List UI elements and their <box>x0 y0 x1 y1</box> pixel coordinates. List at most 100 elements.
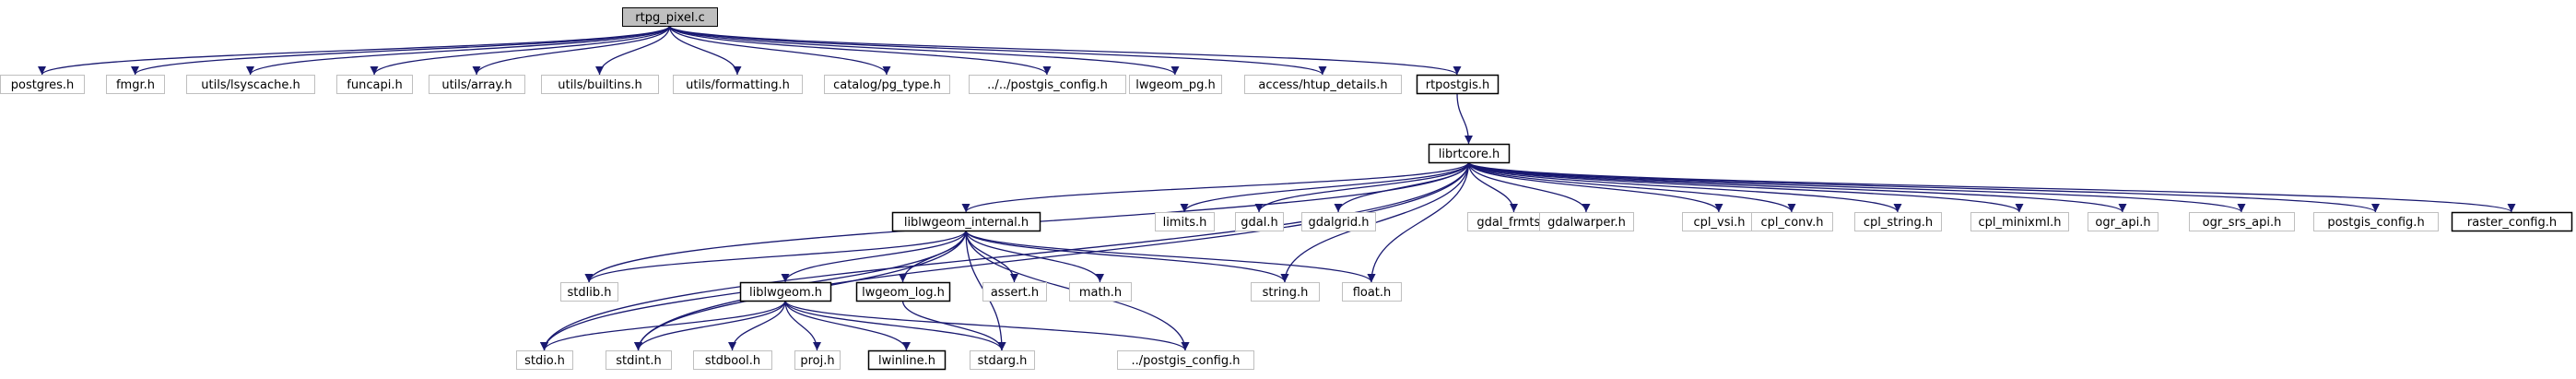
edge-librtcore-to-float <box>1367 161 1470 283</box>
node-label: ogr_srs_api.h <box>2203 216 2282 230</box>
node-label: float.h <box>1353 286 1392 300</box>
node-box <box>673 75 803 94</box>
node-builtins[interactable]: utils/builtins.h <box>541 75 659 94</box>
node-pgis_config1[interactable]: ../../postgis_config.h <box>969 75 1126 94</box>
node-label: liblwgeom.h <box>749 286 822 300</box>
node-label: postgis_config.h <box>2327 216 2424 230</box>
node-cpl_vsi[interactable]: cpl_vsi.h <box>1682 212 1757 231</box>
node-funcapi[interactable]: funcapi.h <box>336 75 413 94</box>
node-stdarg[interactable]: stdarg.h <box>970 350 1035 370</box>
node-array[interactable]: utils/array.h <box>429 75 525 94</box>
edge-rtpg_pixel-to-pg_type <box>668 25 891 76</box>
edge-liblwgeom-to-stdarg <box>784 300 1006 351</box>
node-cpl_conv[interactable]: cpl_conv.h <box>1751 212 1833 231</box>
edge-rtpg_pixel-to-builtins <box>595 25 671 76</box>
edge-librtcore-to-postgis_config <box>1467 161 2380 213</box>
node-label: string.h <box>1263 286 1309 300</box>
node-label: catalog/pg_type.h <box>833 78 941 92</box>
node-stdint[interactable]: stdint.h <box>606 350 672 370</box>
node-box <box>541 75 659 94</box>
node-rtpg_pixel[interactable]: rtpg_pixel.c <box>622 7 718 27</box>
node-ogr_api[interactable]: ogr_api.h <box>2088 212 2158 231</box>
node-box <box>855 281 951 302</box>
node-formatting[interactable]: utils/formatting.h <box>673 75 803 94</box>
node-assert[interactable]: assert.h <box>982 282 1047 302</box>
node-box <box>739 281 832 302</box>
node-ogr_srs_api[interactable]: ogr_srs_api.h <box>2189 212 2295 231</box>
node-stdio[interactable]: stdio.h <box>516 350 573 370</box>
node-label: ../../postgis_config.h <box>987 78 1108 92</box>
edge-librtcore-to-stdio <box>540 161 1470 351</box>
node-liblwgeom[interactable]: liblwgeom.h <box>739 281 832 302</box>
node-postgis_config[interactable]: postgis_config.h <box>2313 212 2439 231</box>
node-raster_config[interactable]: raster_config.h <box>2451 211 2573 232</box>
node-box <box>1342 282 1402 302</box>
node-librtcore[interactable]: librtcore.h <box>1428 143 1511 164</box>
node-postgres[interactable]: postgres.h <box>0 75 85 94</box>
node-string[interactable]: string.h <box>1251 282 1320 302</box>
file-nodes: rtpg_pixel.c postgres.h fmgr.h utils/lsysca… <box>0 7 2573 371</box>
node-proj[interactable]: proj.h <box>794 350 841 370</box>
node-label: fmgr.h <box>116 78 155 92</box>
node-box <box>106 75 165 94</box>
edge-liblwgeom_internal-to-string <box>965 230 1289 283</box>
node-box <box>1416 74 1500 95</box>
edge-liblwgeom_internal-to-liblwgeom <box>781 230 967 283</box>
node-label: liblwgeom_internal.h <box>904 216 1029 230</box>
edge-liblwgeom-to-stdbool <box>728 300 786 351</box>
node-box <box>1117 350 1254 370</box>
edge-rtpg_pixel-to-lwgeom_pg <box>668 25 1180 76</box>
node-box <box>1129 75 1222 94</box>
node-cpl_minixml[interactable]: cpl_minixml.h <box>1970 212 2069 231</box>
edge-liblwgeom-to-proj <box>784 300 821 351</box>
node-gdal[interactable]: gdal.h <box>1235 212 1284 231</box>
node-label: raster_config.h <box>2467 216 2557 230</box>
node-float[interactable]: float.h <box>1342 282 1402 302</box>
edge-rtpg_pixel-to-formatting <box>668 25 742 76</box>
dependency-edges <box>38 25 2516 351</box>
node-box <box>1428 143 1511 164</box>
node-rtpostgis[interactable]: rtpostgis.h <box>1416 74 1500 95</box>
node-pgis_config2[interactable]: ../postgis_config.h <box>1117 350 1254 370</box>
node-gdalgrid[interactable]: gdalgrid.h <box>1301 212 1376 231</box>
node-stdbool[interactable]: stdbool.h <box>693 350 772 370</box>
node-lsyscache[interactable]: utils/lsyscache.h <box>186 75 315 94</box>
node-lwgeom_pg[interactable]: lwgeom_pg.h <box>1129 75 1222 94</box>
edge-librtcore-to-string <box>1280 161 1470 283</box>
node-label: ../postgis_config.h <box>1131 354 1240 368</box>
edge-librtcore-to-gdal <box>1254 161 1470 213</box>
node-math[interactable]: math.h <box>1069 282 1132 302</box>
node-limits[interactable]: limits.h <box>1155 212 1215 231</box>
edge-rtpg_pixel-to-postgres <box>38 25 671 76</box>
node-lwgeom_log[interactable]: lwgeom_log.h <box>855 281 951 302</box>
node-box <box>2451 211 2573 232</box>
edge-librtcore-to-ogr_api <box>1467 161 2127 213</box>
node-fmgr[interactable]: fmgr.h <box>106 75 165 94</box>
node-pg_type[interactable]: catalog/pg_type.h <box>824 75 950 94</box>
edge-lwgeom_log-to-stdarg <box>901 300 1006 351</box>
edge-rtpg_pixel-to-rtpostgis <box>668 25 1462 76</box>
node-box <box>2313 212 2439 231</box>
node-stdlib[interactable]: stdlib.h <box>560 282 618 302</box>
node-gdalwarper[interactable]: gdalwarper.h <box>1539 212 1634 231</box>
node-cpl_string[interactable]: cpl_string.h <box>1854 212 1942 231</box>
node-box <box>970 350 1035 370</box>
node-box <box>1301 212 1376 231</box>
node-box <box>622 7 718 27</box>
node-label: lwinline.h <box>878 354 935 368</box>
node-lwinline[interactable]: lwinline.h <box>867 349 947 371</box>
node-label: utils/builtins.h <box>558 78 642 92</box>
node-label: limits.h <box>1163 216 1207 230</box>
node-liblwgeom_internal[interactable]: liblwgeom_internal.h <box>891 211 1041 232</box>
node-label: utils/formatting.h <box>686 78 790 92</box>
edge-rtpg_pixel-to-fmgr <box>131 25 671 76</box>
node-label: assert.h <box>991 286 1039 300</box>
edge-rtpg_pixel-to-array <box>472 25 671 76</box>
edge-liblwgeom_internal-to-math <box>965 230 1104 283</box>
node-box <box>429 75 525 94</box>
edge-liblwgeom-to-lwinline <box>784 300 911 351</box>
node-htup[interactable]: access/htup_details.h <box>1244 75 1402 94</box>
node-label: postgres.h <box>11 78 75 92</box>
node-label: stdarg.h <box>978 354 1028 368</box>
